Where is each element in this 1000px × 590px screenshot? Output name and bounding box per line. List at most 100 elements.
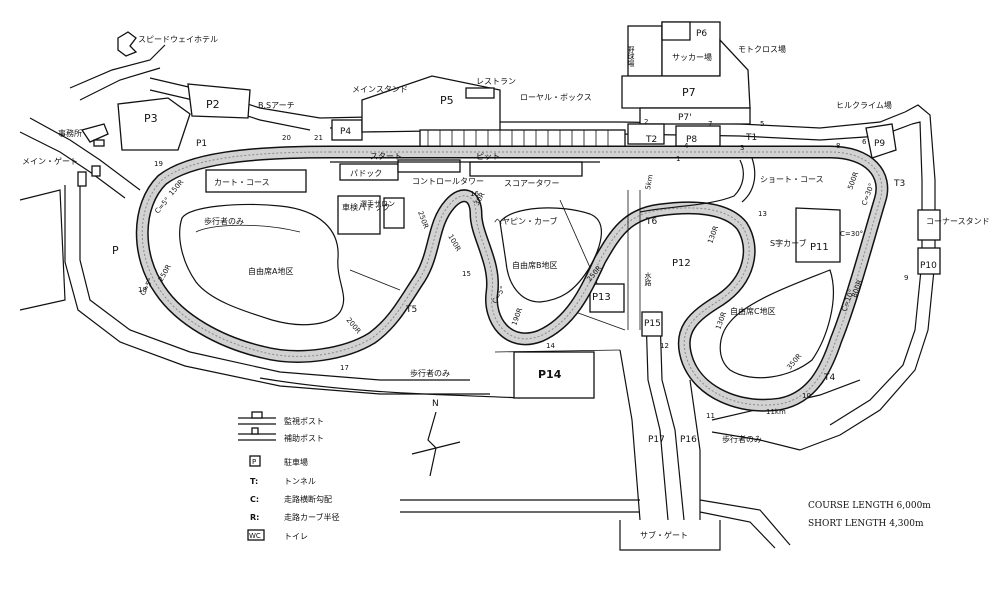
lot-p3 <box>117 97 191 151</box>
post-6: 6 <box>862 138 867 146</box>
office-building <box>80 123 109 143</box>
curve-r250a: 250R <box>157 263 173 283</box>
post-9: 9 <box>904 274 908 282</box>
pilot-salon-building <box>383 197 405 229</box>
curve-r130a: 130R <box>706 225 720 245</box>
label-corner-stand: コーナースタンド <box>926 217 990 226</box>
parking-p5: P5 <box>440 94 454 107</box>
course-stats: COURSE LENGTH 6,000m SHORT LENGTH 4,300m <box>808 501 931 529</box>
label-hotel: スピードウェイホテル <box>138 35 218 44</box>
post-17: 17 <box>340 364 349 372</box>
parking-p8: P8 <box>686 135 697 145</box>
label-royal-box: ローヤル・ボックス <box>520 93 592 102</box>
legend-tunnel: T: トンネル <box>250 477 316 486</box>
parking-p13: P13 <box>592 292 611 303</box>
main-stand <box>419 129 626 149</box>
label-pit: ピット <box>476 152 500 161</box>
legend-aux-post: 補助ポスト <box>238 427 324 443</box>
post-15: 15 <box>462 270 471 278</box>
label-cart-course: カート・コース <box>214 178 270 187</box>
label-restaurant: レストラン <box>476 77 516 86</box>
post-19: 19 <box>154 160 163 168</box>
dist-5km: 5km <box>644 174 655 191</box>
race-track <box>135 145 889 412</box>
lot-p15 <box>641 311 663 337</box>
post-2: 2 <box>644 118 648 126</box>
label-hill-climb: ヒルクライム場 <box>836 100 892 110</box>
tunnel-icon: T: <box>250 477 258 486</box>
parking-p16: P16 <box>680 435 697 445</box>
tunnel-t4: T4 <box>823 373 835 383</box>
post-18: 18 <box>138 286 147 294</box>
post-3: 3 <box>740 144 744 152</box>
inner-areas <box>179 190 834 379</box>
label-water: 水路 <box>644 271 652 287</box>
label-main-gate: メイン・ゲート <box>22 156 78 166</box>
buildings <box>77 21 941 399</box>
post-4: 4 <box>684 142 689 150</box>
lot-p13 <box>589 283 625 313</box>
label-soccer: サッカー場 <box>672 52 712 62</box>
label-paddock: パドック <box>350 169 382 178</box>
parking-p7b: P7' <box>678 113 692 123</box>
post-16: 16 <box>470 190 479 198</box>
post-numbers: 1 2 3 4 5 6 7 8 9 10 11 12 13 14 15 16 1… <box>138 118 908 420</box>
parking-p: P <box>112 244 119 257</box>
parking-icon <box>249 455 261 467</box>
legend-cross-slope: C: 走路横断勾配 <box>250 494 332 504</box>
lot-p14 <box>513 351 595 399</box>
free-seat-a-area <box>179 203 345 326</box>
label-free-c: 自由席C地区 <box>730 306 776 316</box>
parking-p7: P7 <box>682 86 696 99</box>
label-office: 事務所 <box>58 128 82 138</box>
course-length: COURSE LENGTH 6,000m <box>808 501 931 511</box>
north-arrow-icon <box>427 411 437 477</box>
label-sub-gate: サブ・ゲート <box>640 530 688 540</box>
post-13: 13 <box>758 210 767 218</box>
tunnel-t1: T1 <box>745 133 757 143</box>
parking-p10: P10 <box>920 261 937 271</box>
slope-icon: C: <box>250 495 259 504</box>
compass: N <box>411 399 461 477</box>
parking-p11: P11 <box>810 242 829 253</box>
curve-r250b: 250R <box>416 210 430 230</box>
monitor-post-icon <box>238 417 276 425</box>
aux-post-icon <box>238 433 276 441</box>
svg-text:走路横断勾配: 走路横断勾配 <box>284 494 332 504</box>
parking-p15: P15 <box>644 319 661 329</box>
curve-r100a: 100R <box>446 233 462 253</box>
cart-course <box>205 169 307 193</box>
parking-p2: P2 <box>206 98 220 111</box>
post-21: 21 <box>314 134 323 142</box>
parking-p14: P14 <box>538 368 562 381</box>
post-12: 12 <box>660 342 669 350</box>
lot-p7b <box>639 107 751 125</box>
label-walk-only-1: 歩行者のみ <box>204 216 244 226</box>
lot-p7 <box>621 38 751 109</box>
svg-text:走路カーブ半径: 走路カーブ半径 <box>284 512 340 522</box>
lot-p9-top <box>865 123 897 159</box>
post-8: 8 <box>836 142 840 150</box>
toilet-icon <box>247 529 265 541</box>
legend-monitor-post: 監視ポスト <box>238 411 324 426</box>
lot-p10 <box>917 247 941 275</box>
tunnel-t5: T5 <box>405 305 417 315</box>
corner-stand <box>917 209 941 241</box>
parking-p3: P3 <box>144 112 158 125</box>
label-motocross: モトクロス場 <box>738 44 786 54</box>
parking-p12: P12 <box>672 258 691 269</box>
legend: 監視ポスト 補助ポスト P 駐車場 T: トンネル C: 走路横断勾配 R: 走… <box>238 411 340 541</box>
free-seat-c-area <box>719 269 834 379</box>
parking-p9: P9 <box>874 139 885 149</box>
svg-text:P: P <box>252 458 256 466</box>
place-labels: スピードウェイホテル 事務所 メイン・ゲート B.Sアーチ メインスタンド レス… <box>22 35 990 540</box>
parking-p4: P4 <box>340 127 351 137</box>
dist-11km: 11km <box>766 408 786 416</box>
post-14: 14 <box>546 342 555 350</box>
legend-parking: P 駐車場 <box>249 455 308 467</box>
scrutineer-building <box>337 195 381 235</box>
parking-labels: P P1 P2 P3 P4 P5 P6 P7 P7' P8 P9 P10 P11… <box>112 29 937 445</box>
post-10: 10 <box>802 392 811 400</box>
parking-p17: P17 <box>648 435 665 445</box>
